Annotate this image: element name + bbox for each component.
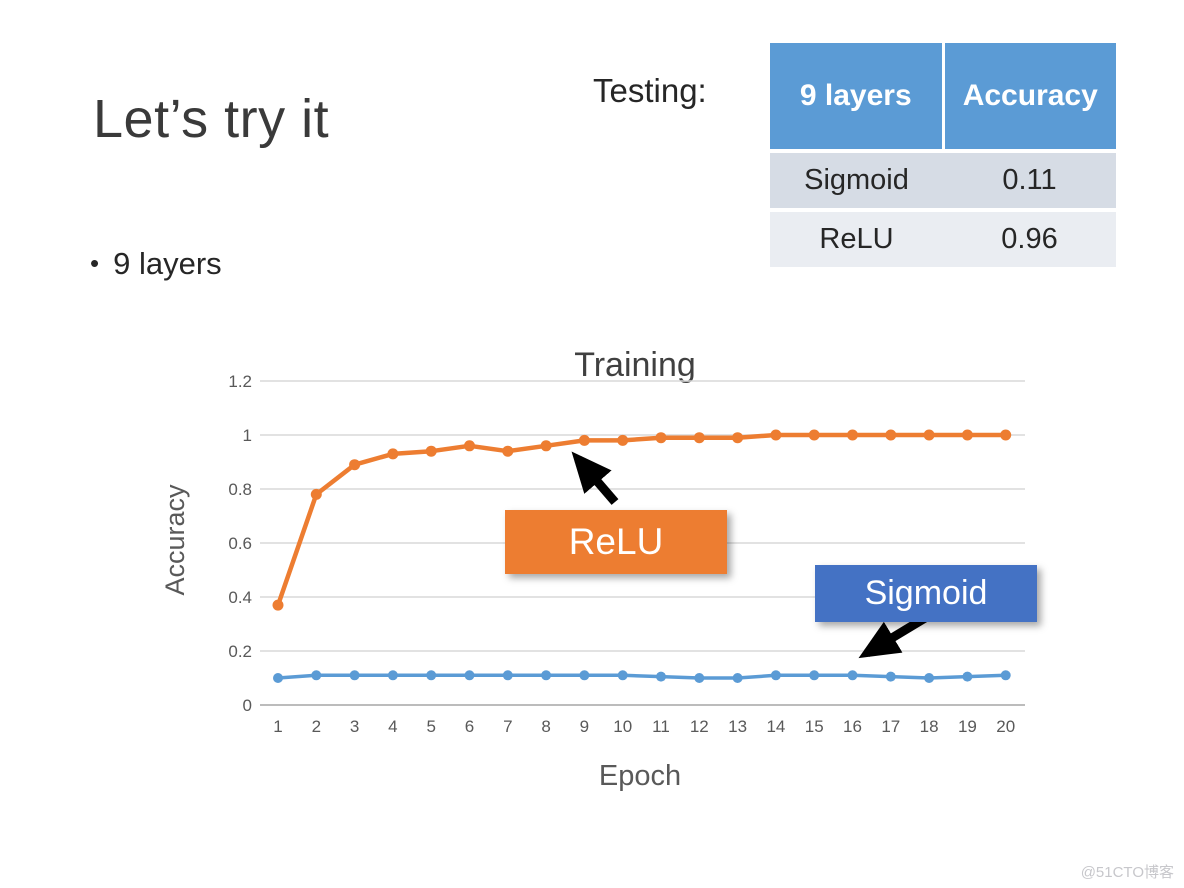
svg-text:4: 4 <box>388 717 397 736</box>
svg-text:19: 19 <box>958 717 977 736</box>
svg-text:5: 5 <box>426 717 435 736</box>
relu-arrow <box>571 451 619 505</box>
table-row-relu: ReLU 0.96 <box>770 212 1116 267</box>
table-cell-relu-accuracy: 0.96 <box>1001 223 1058 255</box>
results-table: 9 layers Accuracy Sigmoid 0.11 ReLU 0.96 <box>770 43 1116 267</box>
table-header-row: 9 layers Accuracy <box>770 43 1116 149</box>
svg-text:1: 1 <box>243 426 252 445</box>
svg-text:11: 11 <box>652 717 670 736</box>
svg-text:0: 0 <box>243 696 252 715</box>
svg-text:6: 6 <box>465 717 474 736</box>
watermark: @51CTO博客 <box>1080 864 1174 881</box>
svg-text:0.4: 0.4 <box>228 588 252 607</box>
svg-text:8: 8 <box>541 717 550 736</box>
svg-text:0.6: 0.6 <box>228 534 252 553</box>
svg-text:15: 15 <box>805 717 824 736</box>
svg-text:16: 16 <box>843 717 862 736</box>
svg-text:14: 14 <box>766 717 785 736</box>
svg-text:1: 1 <box>273 717 282 736</box>
svg-text:7: 7 <box>503 717 512 736</box>
table-header-accuracy: Accuracy <box>941 43 1117 149</box>
svg-text:9: 9 <box>580 717 589 736</box>
svg-text:3: 3 <box>350 717 359 736</box>
testing-label: Testing: <box>593 72 707 109</box>
svg-text:1.2: 1.2 <box>228 372 252 391</box>
svg-text:2: 2 <box>312 717 321 736</box>
sigmoid-callout: Sigmoid <box>815 565 1037 622</box>
relu-callout: ReLU <box>505 510 727 574</box>
svg-text:10: 10 <box>613 717 632 736</box>
bullet-item: • 9 layers <box>90 246 222 282</box>
table-cell-relu-label: ReLU <box>819 223 894 255</box>
svg-text:17: 17 <box>881 717 900 736</box>
bullet-glyph: • <box>90 248 100 278</box>
chart-title: Training <box>574 346 696 384</box>
x-axis-label: Epoch <box>598 760 682 792</box>
sigmoid-arrow <box>858 614 928 659</box>
table-cell-sigmoid-accuracy: 0.11 <box>1002 164 1057 196</box>
svg-text:0.8: 0.8 <box>228 480 252 499</box>
table-row-sigmoid: Sigmoid 0.11 <box>770 153 1116 208</box>
svg-text:0.2: 0.2 <box>228 642 252 661</box>
svg-text:18: 18 <box>920 717 939 736</box>
bullet-label: 9 layers <box>113 246 222 281</box>
svg-text:12: 12 <box>690 717 709 736</box>
svg-text:13: 13 <box>728 717 747 736</box>
svg-text:20: 20 <box>996 717 1015 736</box>
table-cell-sigmoid-label: Sigmoid <box>804 164 909 196</box>
table-header-layers: 9 layers <box>799 79 912 112</box>
slide-title: Let’s try it <box>93 89 330 149</box>
